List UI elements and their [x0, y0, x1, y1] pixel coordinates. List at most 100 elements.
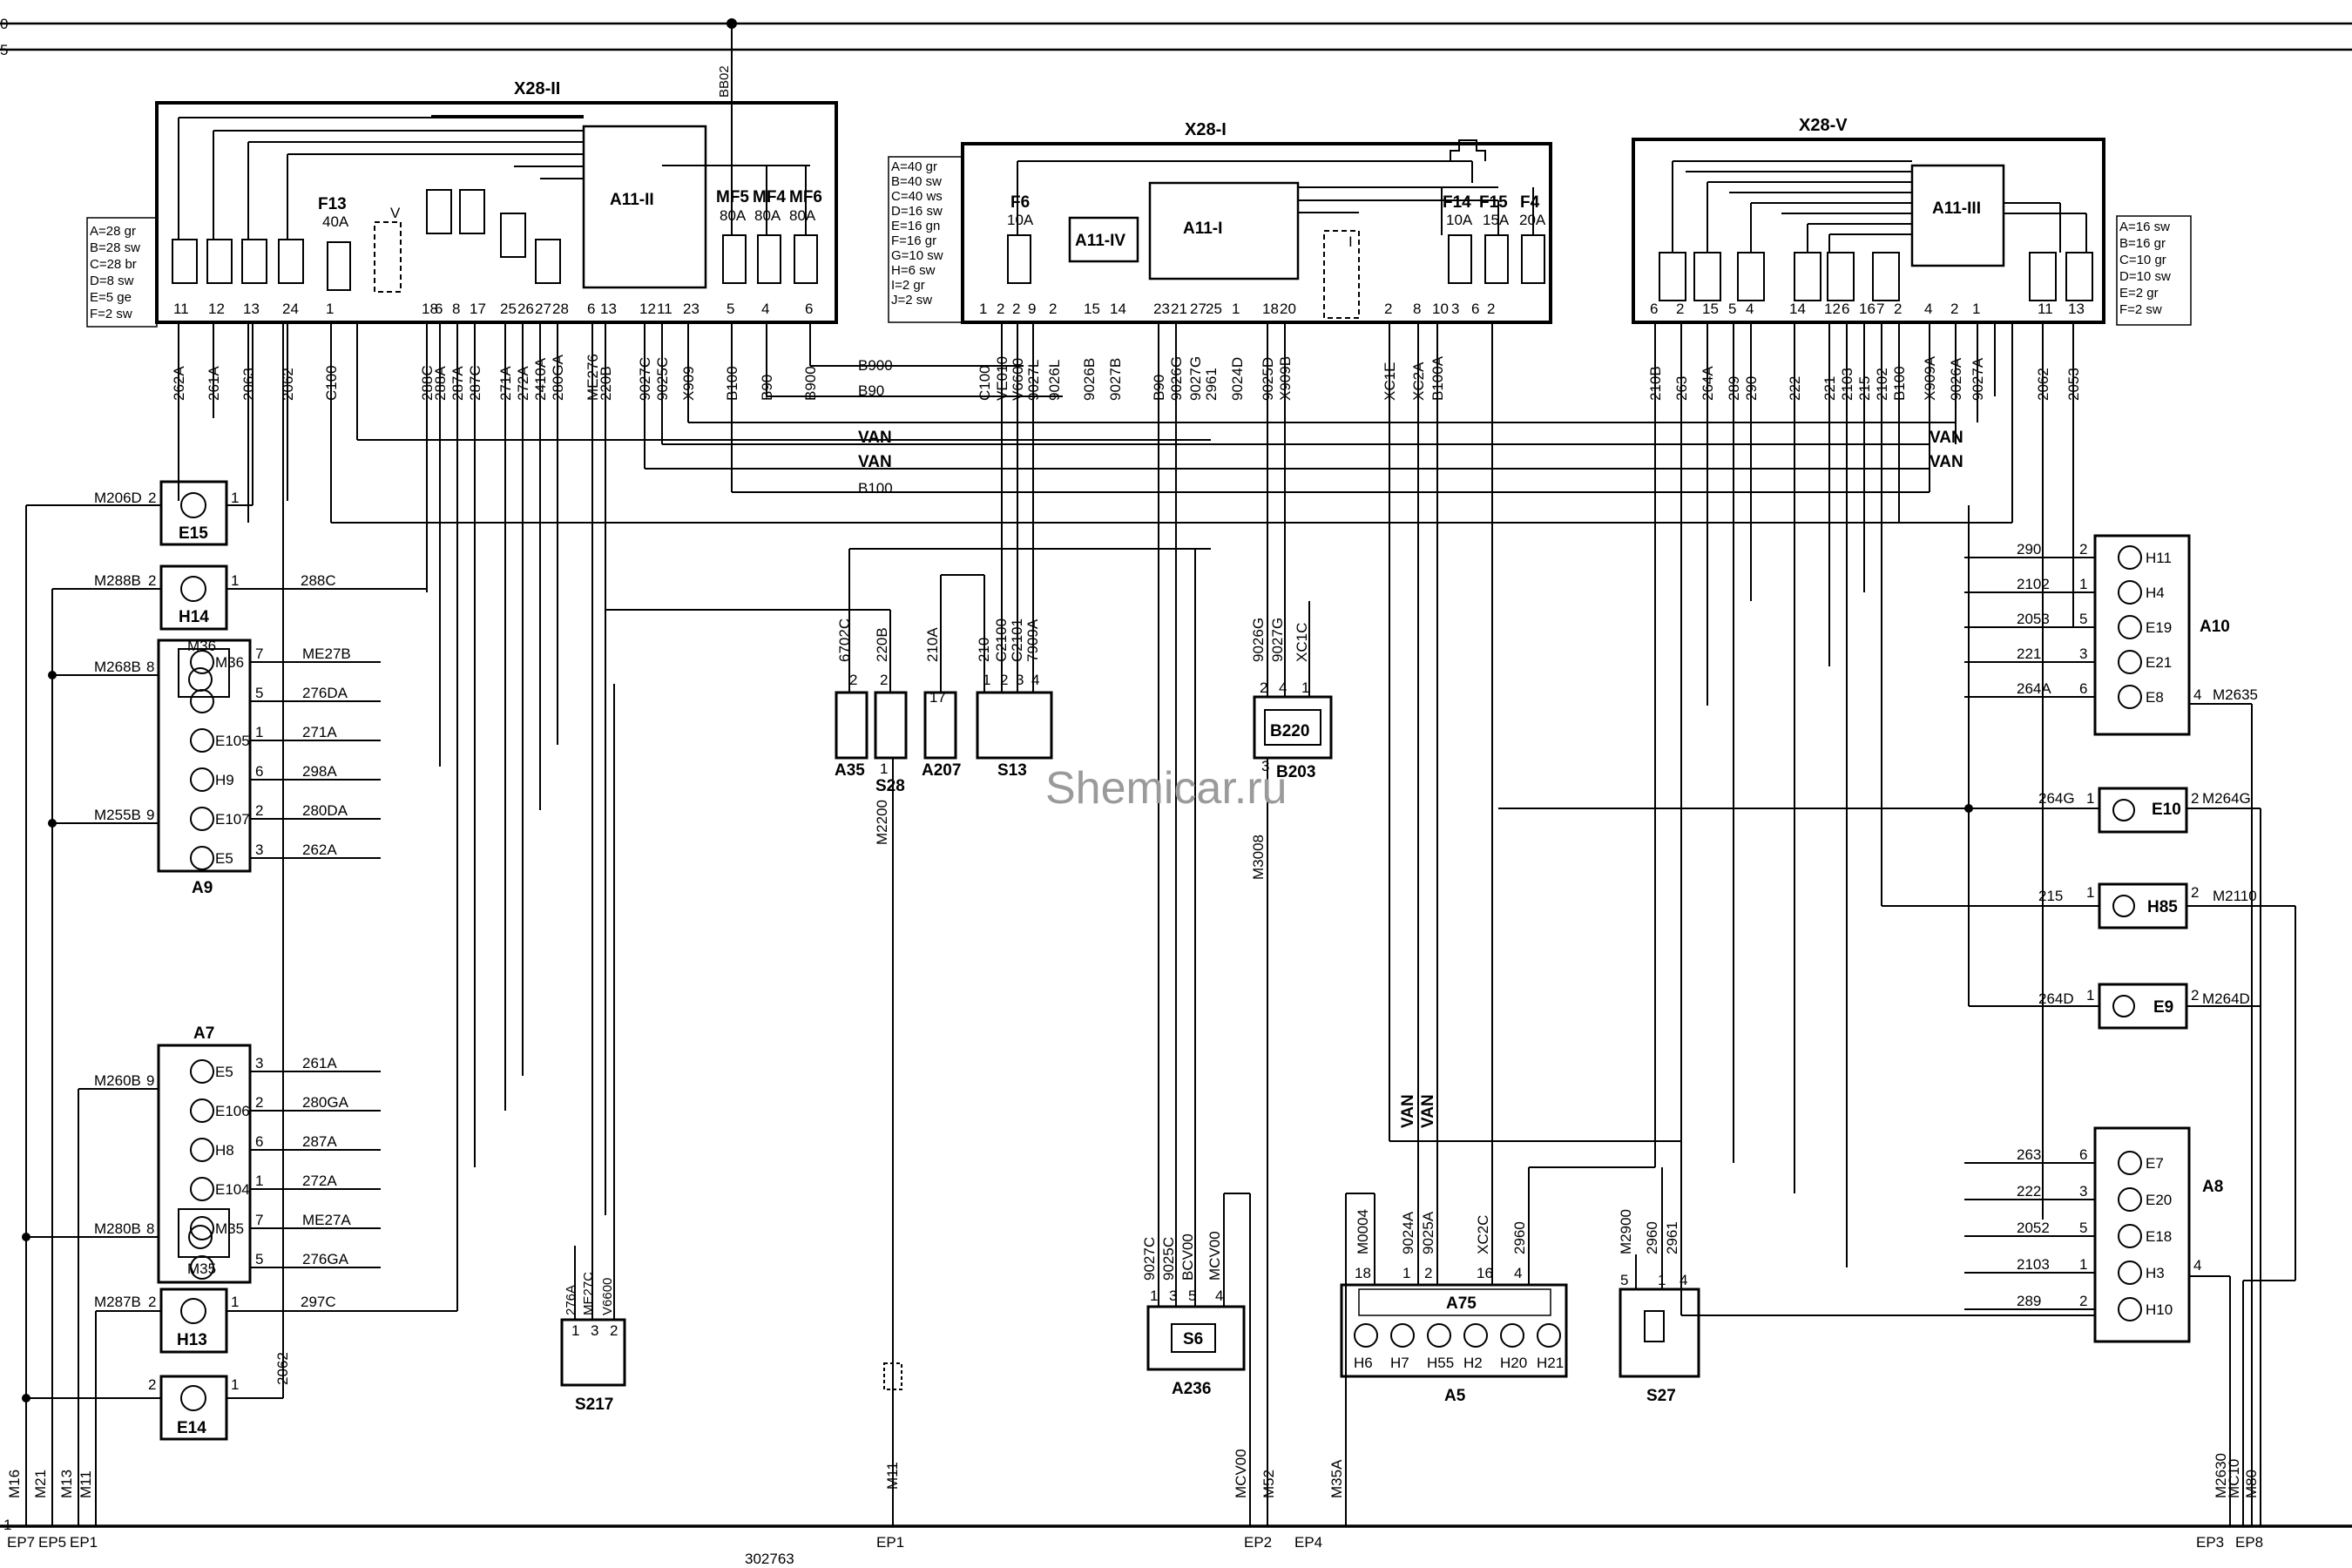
- b203-wire-m3008: M3008: [1250, 835, 1267, 880]
- component-a5[interactable]: A75 A5 18 1 2 16 4 M0004 9024A 9025A XC2…: [1340, 322, 1655, 1526]
- component-a7[interactable]: A7 M35: [157, 1024, 252, 1284]
- h85-pin-1: 1: [2086, 884, 2094, 901]
- a7-pin-0: 3: [255, 1055, 263, 1071]
- a5-pin-18: 18: [1355, 1265, 1371, 1281]
- x28-i-legend-h: H=6 sw: [891, 263, 936, 278]
- component-s217[interactable]: S217 1 3 2 276A ME27C V6600: [560, 684, 626, 1414]
- x28_ii-pin-2: 13: [243, 301, 260, 317]
- s27-pin-5: 5: [1620, 1272, 1628, 1288]
- component-a9[interactable]: A9 M36: [157, 638, 252, 897]
- a10-lamp-icon-3: [2118, 650, 2142, 674]
- a7-side-wire-0: M260B: [94, 1072, 141, 1089]
- a9-wire-1: 276DA: [302, 685, 348, 701]
- a10-pin-2: 5: [2079, 611, 2087, 627]
- a5-inner-label: A75: [1446, 1294, 1477, 1313]
- component-e9[interactable]: E9 1 2 264D M264D: [1969, 808, 2261, 1526]
- bus-label-van-2: VAN: [858, 453, 892, 471]
- e10-wire-m264g: M264G: [2202, 790, 2251, 807]
- x28_v-pin-10: 2: [1894, 301, 1902, 317]
- b203-inner-label: B220: [1270, 722, 1309, 740]
- ground-wire-m52: M52: [1260, 1470, 1277, 1498]
- x28_v-pin-3: 5: [1728, 301, 1736, 317]
- x28_ii-pin-18: 5: [727, 301, 734, 317]
- x28_v-pin-13: 1: [1972, 301, 1980, 317]
- fuse-f14-label: F14: [1443, 193, 1471, 212]
- s28-pin-1: 1: [880, 760, 888, 777]
- a7-pin-3: 1: [255, 1173, 263, 1189]
- a9-lamp-icon-4: [190, 807, 214, 831]
- component-a236[interactable]: S6 A236 1 3 5 4 9027C 9025C BCV00 MCV00: [1141, 322, 1251, 1526]
- component-e10[interactable]: E10 1 2 264G M264G: [1498, 787, 2261, 834]
- mf5-label: MF5: [716, 188, 749, 206]
- x28_v-pin-7: 6: [1842, 301, 1849, 317]
- x28_v-pin-5: 14: [1789, 301, 1806, 317]
- a5-bus-van-1: VAN: [1399, 1094, 1417, 1128]
- module-a11-ii-label: A11-II: [610, 191, 654, 209]
- x28-i-legend-b: B=40 sw: [891, 174, 942, 189]
- ground-point-4: EP2: [1244, 1534, 1272, 1551]
- x28_ii-pin-17: 23: [683, 301, 700, 317]
- x28_ii-pin-4: 1: [326, 301, 334, 317]
- x28-i-title: X28-I: [1185, 120, 1227, 139]
- wiring-x28-ii-drops: [178, 322, 811, 1224]
- x28_v-pin-2: 15: [1702, 301, 1719, 317]
- fuse-f15-label: F15: [1479, 193, 1508, 212]
- a5-lamp-label-4: H20: [1500, 1355, 1527, 1371]
- component-e14[interactable]: E14 2 1 2062: [26, 322, 291, 1441]
- s217-pin-2: 2: [610, 1322, 618, 1339]
- component-s13[interactable]: S13 1 2 3 4 210 C2100 C2101 7909A: [976, 322, 1053, 780]
- a9-lamp-icon-5: [190, 846, 214, 870]
- s13-pin-3: 3: [1016, 672, 1024, 688]
- a207-pin-17: 17: [929, 689, 946, 706]
- x28_ii-pin-0: 11: [173, 301, 189, 317]
- x28-v-legend-a: A=16 sw: [2119, 220, 2170, 234]
- a7-lamp-icon-2: [190, 1138, 214, 1162]
- a8-lamp-icon-0: [2118, 1151, 2142, 1175]
- a8-wire-0: 263: [2017, 1146, 2041, 1163]
- x28_i-wire-10: 2961: [1203, 368, 1220, 401]
- h85-wire-215: 215: [2038, 888, 2063, 904]
- ground-point-6: EP3: [2196, 1534, 2224, 1551]
- component-h14[interactable]: H14 2 1 M288B 288C: [52, 564, 427, 631]
- component-h85[interactable]: H85 1 2 215 M2110: [1882, 882, 2296, 1281]
- ground-point-7: EP8: [2235, 1534, 2263, 1551]
- s28-pin-2: 2: [880, 672, 888, 688]
- a5-lamp-icon-3: [1463, 1323, 1488, 1348]
- component-b203[interactable]: B220 B203 2 4 1 3 9026G 9027G XC1C M3008: [1250, 322, 1333, 1526]
- a10-pin-3: 3: [2079, 645, 2087, 662]
- a5-pin-2: 2: [1424, 1265, 1432, 1281]
- x28_i-pin-11: 1: [1232, 301, 1240, 317]
- x28_ii-pin-13: 6: [587, 301, 595, 317]
- h85-wire-m2110: M2110: [2213, 888, 2257, 904]
- a9-pin-1: 5: [255, 685, 263, 701]
- e15-pin-1: 1: [231, 490, 239, 506]
- a8-item-0: E7: [2146, 1155, 2164, 1172]
- a10-item-3: E21: [2146, 654, 2172, 671]
- component-a35[interactable]: A35 2 6702C: [835, 548, 1211, 780]
- x28_ii-pin-14: 13: [600, 301, 617, 317]
- a9-wire-0: ME27B: [302, 645, 351, 662]
- component-h13[interactable]: H13 2 1 M287B 297C: [94, 1137, 458, 1354]
- x28_v-pin-0: 6: [1650, 301, 1658, 317]
- a10-wire-3: 221: [2017, 645, 2041, 662]
- fuse-f6-rating: 10A: [1007, 212, 1034, 228]
- component-e15[interactable]: E15 2 1 M206D: [26, 322, 253, 546]
- a9-side-pin-0: 8: [146, 659, 154, 675]
- component-s28[interactable]: S28 2 1 220B M2200 M11: [605, 609, 908, 1526]
- e9-label: E9: [2153, 998, 2173, 1017]
- x28_ii-wire-20: B900: [802, 366, 819, 401]
- x28_v-pin-1: 2: [1676, 301, 1684, 317]
- a9-wire-2: 271A: [302, 724, 337, 740]
- x28_ii-pin-10: 26: [517, 301, 534, 317]
- component-a10[interactable]: A10 4 M2635: [2093, 534, 2258, 1526]
- relay-i-label: I: [1348, 233, 1353, 250]
- a5-pin-1: 1: [1402, 1265, 1410, 1281]
- component-a8[interactable]: A8 4: [2093, 1126, 2244, 1526]
- component-a207[interactable]: A207 17 210A: [922, 574, 984, 780]
- h13-wire-297c: 297C: [301, 1294, 336, 1310]
- a8-pin-0: 6: [2079, 1146, 2087, 1163]
